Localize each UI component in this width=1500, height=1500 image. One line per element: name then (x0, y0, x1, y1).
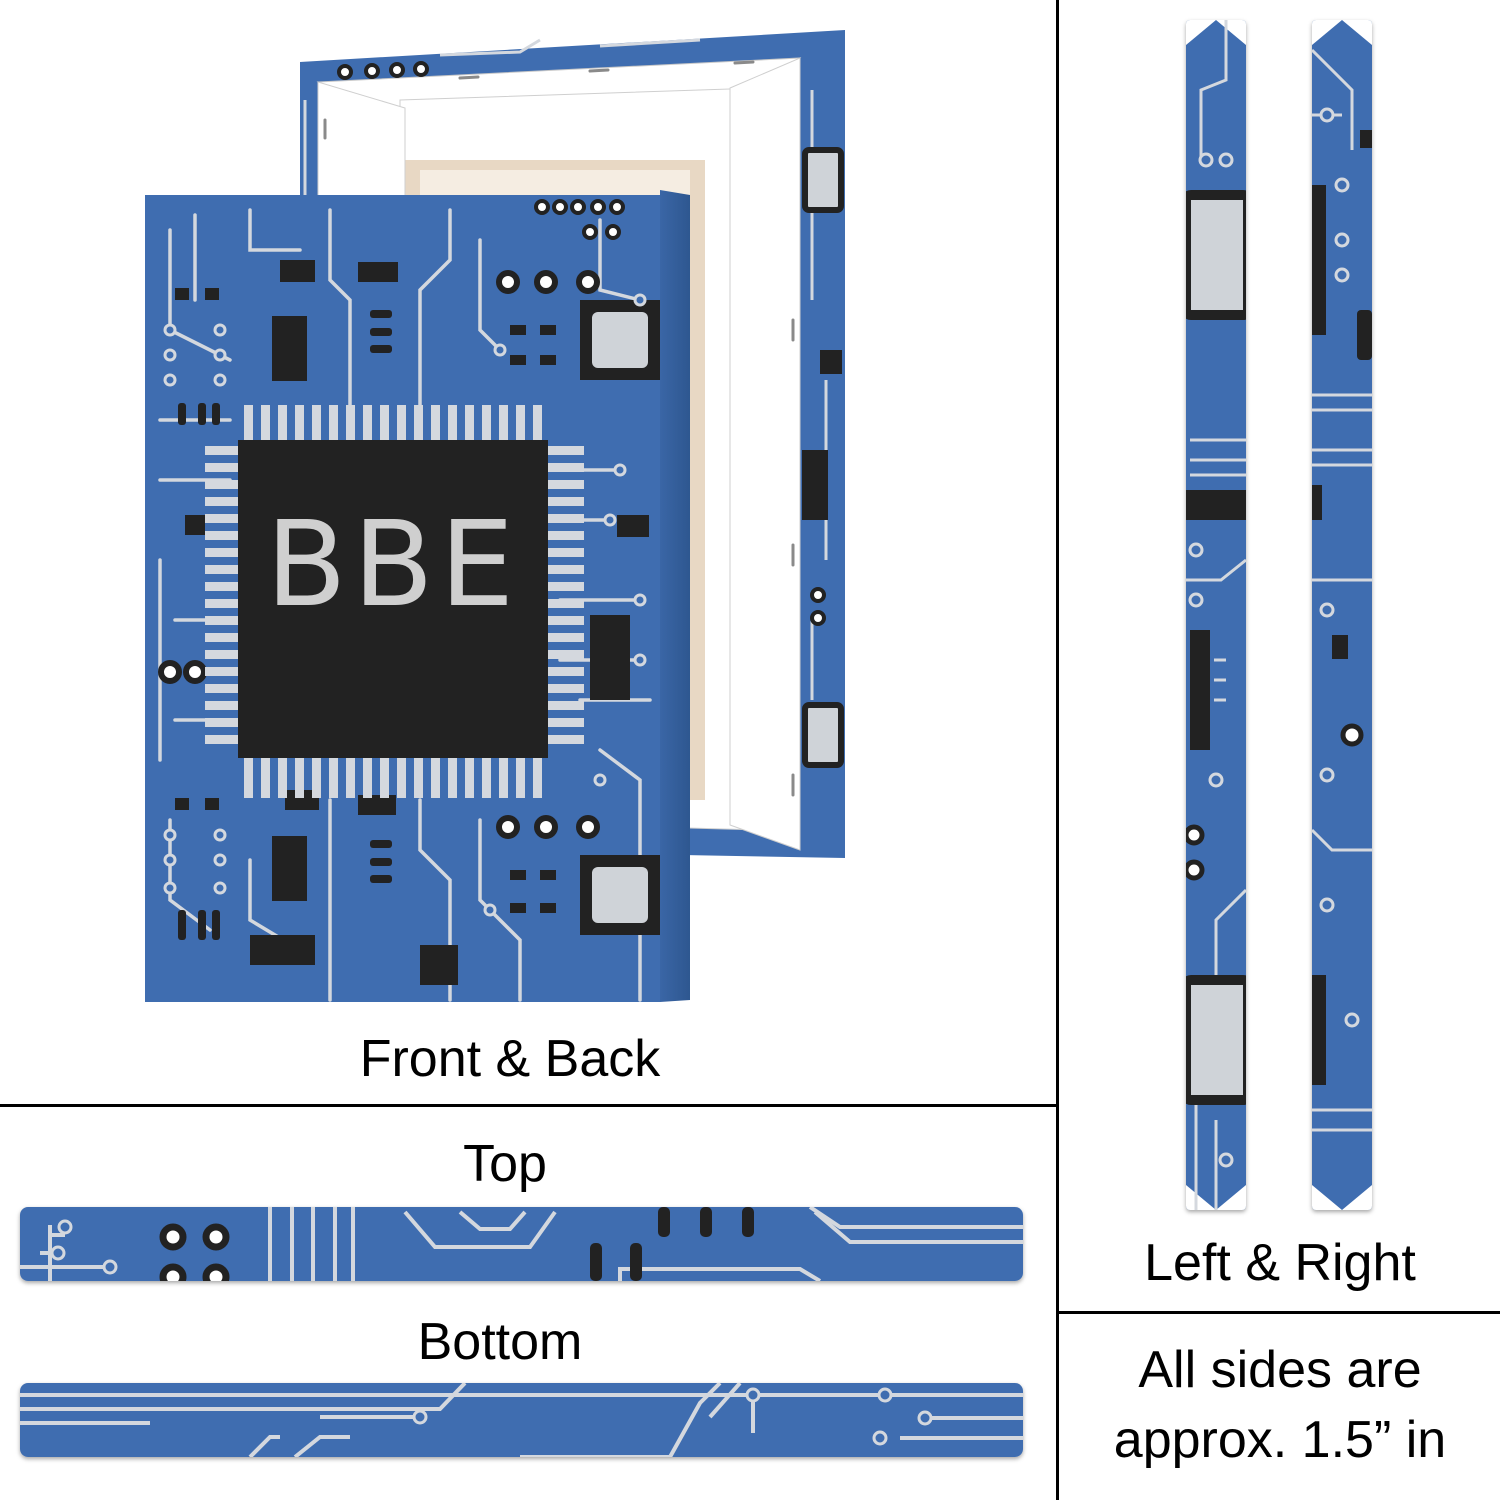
top-edge-strip (20, 1207, 1023, 1281)
note-line-2: approx. 1.5” in (1113, 1411, 1447, 1469)
left-edge-strip (1186, 20, 1246, 1210)
chip-body (238, 440, 548, 758)
divider-horizontal-right (1058, 1311, 1500, 1314)
monogram-text: BBE (265, 495, 521, 633)
divider-horizontal-left (0, 1104, 1058, 1107)
right-edge-strip (1312, 20, 1372, 1210)
note-line-1: All sides are (1138, 1341, 1422, 1399)
label-bottom: Bottom (417, 1313, 583, 1371)
canvas-front-view (145, 190, 690, 1002)
label-left-right: Left & Right (1144, 1234, 1416, 1292)
label-top: Top (463, 1135, 547, 1193)
divider-vertical (1056, 0, 1059, 1500)
label-front-back: Front & Back (359, 1030, 661, 1088)
bottom-edge-strip (20, 1383, 1023, 1457)
